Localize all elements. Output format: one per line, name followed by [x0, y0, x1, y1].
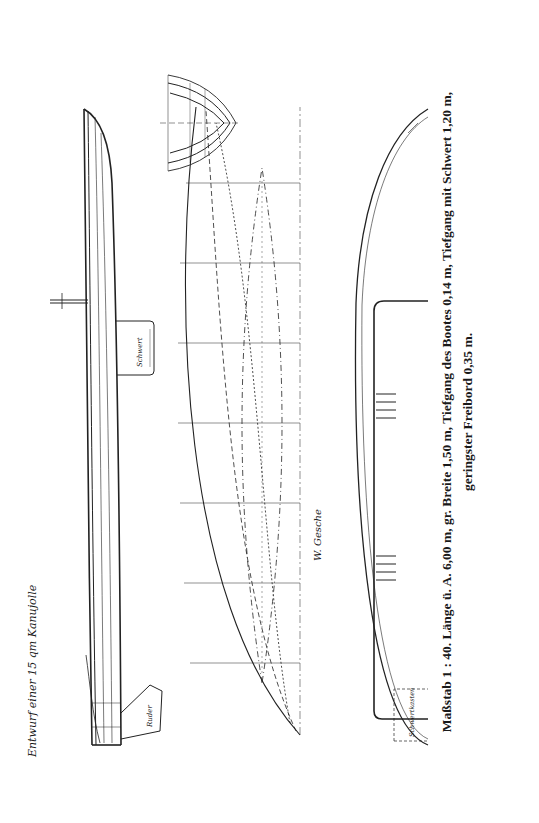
caption: Maßstab 1 : 40. Länge ü. A. 6,00 m, gr. … [436, 77, 478, 747]
signature: W. Gesche [312, 509, 323, 561]
drawing-title: Entwurf einer 15 qm Kanujolle [26, 585, 39, 757]
part-name: Ruder [146, 705, 154, 727]
deck-plan [356, 109, 428, 745]
part-name: Schwert [136, 337, 144, 367]
side-elevation [50, 109, 162, 745]
part-name: Schwertkasten [408, 688, 416, 737]
lines-plan [178, 107, 300, 735]
body-plan [160, 75, 240, 171]
